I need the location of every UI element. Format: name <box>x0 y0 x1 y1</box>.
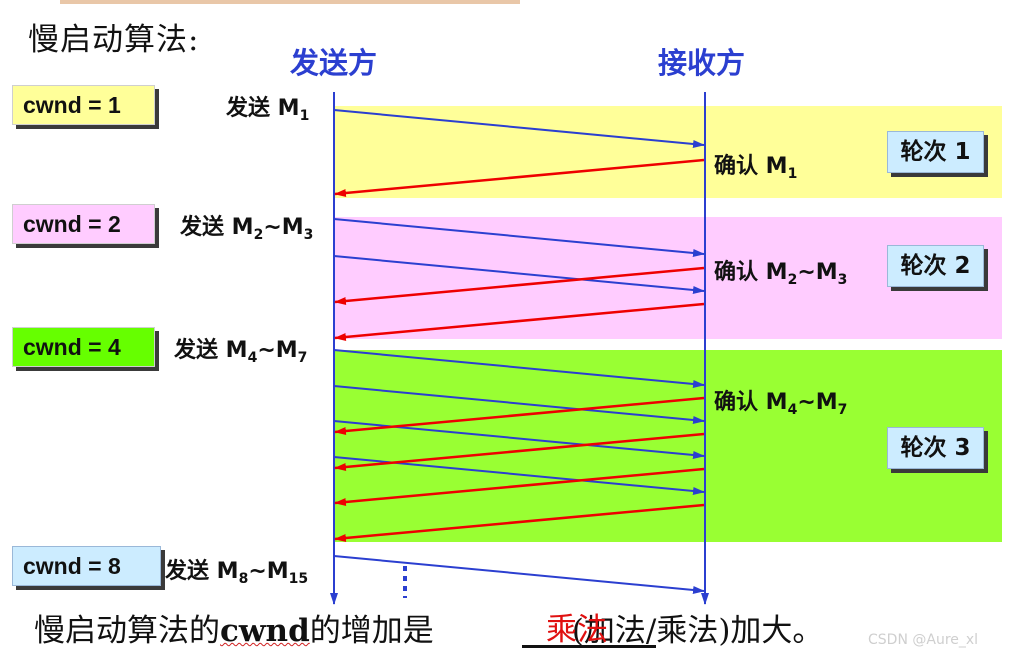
receiver-lane-title: 接收方 <box>658 46 746 80</box>
cwnd-2-label: cwnd = 2 <box>12 204 155 244</box>
send-arrow-m2 <box>333 218 705 257</box>
send-arrow-m3 <box>333 255 705 294</box>
send-arrow-m8 <box>333 555 705 594</box>
question-text: 慢启动算法的cwnd的增加是(加法/乘法)加大。 <box>34 613 824 649</box>
ack-arrow-m5 <box>334 432 705 471</box>
ack-label-1: 确认 M1 <box>714 154 798 182</box>
round-2-label: 轮次 2 <box>887 245 984 287</box>
round-1-label: 轮次 1 <box>887 131 984 173</box>
send-arrow-m5 <box>333 385 705 424</box>
send-label-2: 发送 M2~M3 <box>180 215 314 243</box>
send-label-4: 发送 M8~M15 <box>165 559 309 587</box>
ack-arrow-m4 <box>334 396 705 435</box>
cwnd-8-label: cwnd = 8 <box>12 546 161 586</box>
send-arrow-m1 <box>333 109 705 148</box>
watermark: CSDN @Aure_xl <box>868 632 979 648</box>
slide-title: 慢启动算法: <box>28 22 200 58</box>
ack-arrow-m2 <box>334 266 705 305</box>
send-arrow-m4 <box>333 349 705 388</box>
ack-arrow-m1 <box>334 158 705 197</box>
ack-label-3: 确认 M4~M7 <box>714 390 848 418</box>
ack-arrow-m3 <box>334 302 705 341</box>
cwnd-4-label: cwnd = 4 <box>12 327 155 367</box>
ack-label-2: 确认 M2~M3 <box>714 260 848 288</box>
send-label-1: 发送 M1 <box>226 96 310 124</box>
cwnd-1-label: cwnd = 1 <box>12 85 155 125</box>
ack-arrow-m7 <box>334 503 705 542</box>
top-rule <box>60 0 520 4</box>
round-3-label: 轮次 3 <box>887 427 984 469</box>
sender-lane-title: 发送方 <box>290 46 378 80</box>
ack-arrow-m6 <box>334 467 705 506</box>
answer-blank <box>522 645 656 648</box>
send-label-3: 发送 M4~M7 <box>174 338 308 366</box>
answer-text: 乘法 <box>546 612 608 648</box>
